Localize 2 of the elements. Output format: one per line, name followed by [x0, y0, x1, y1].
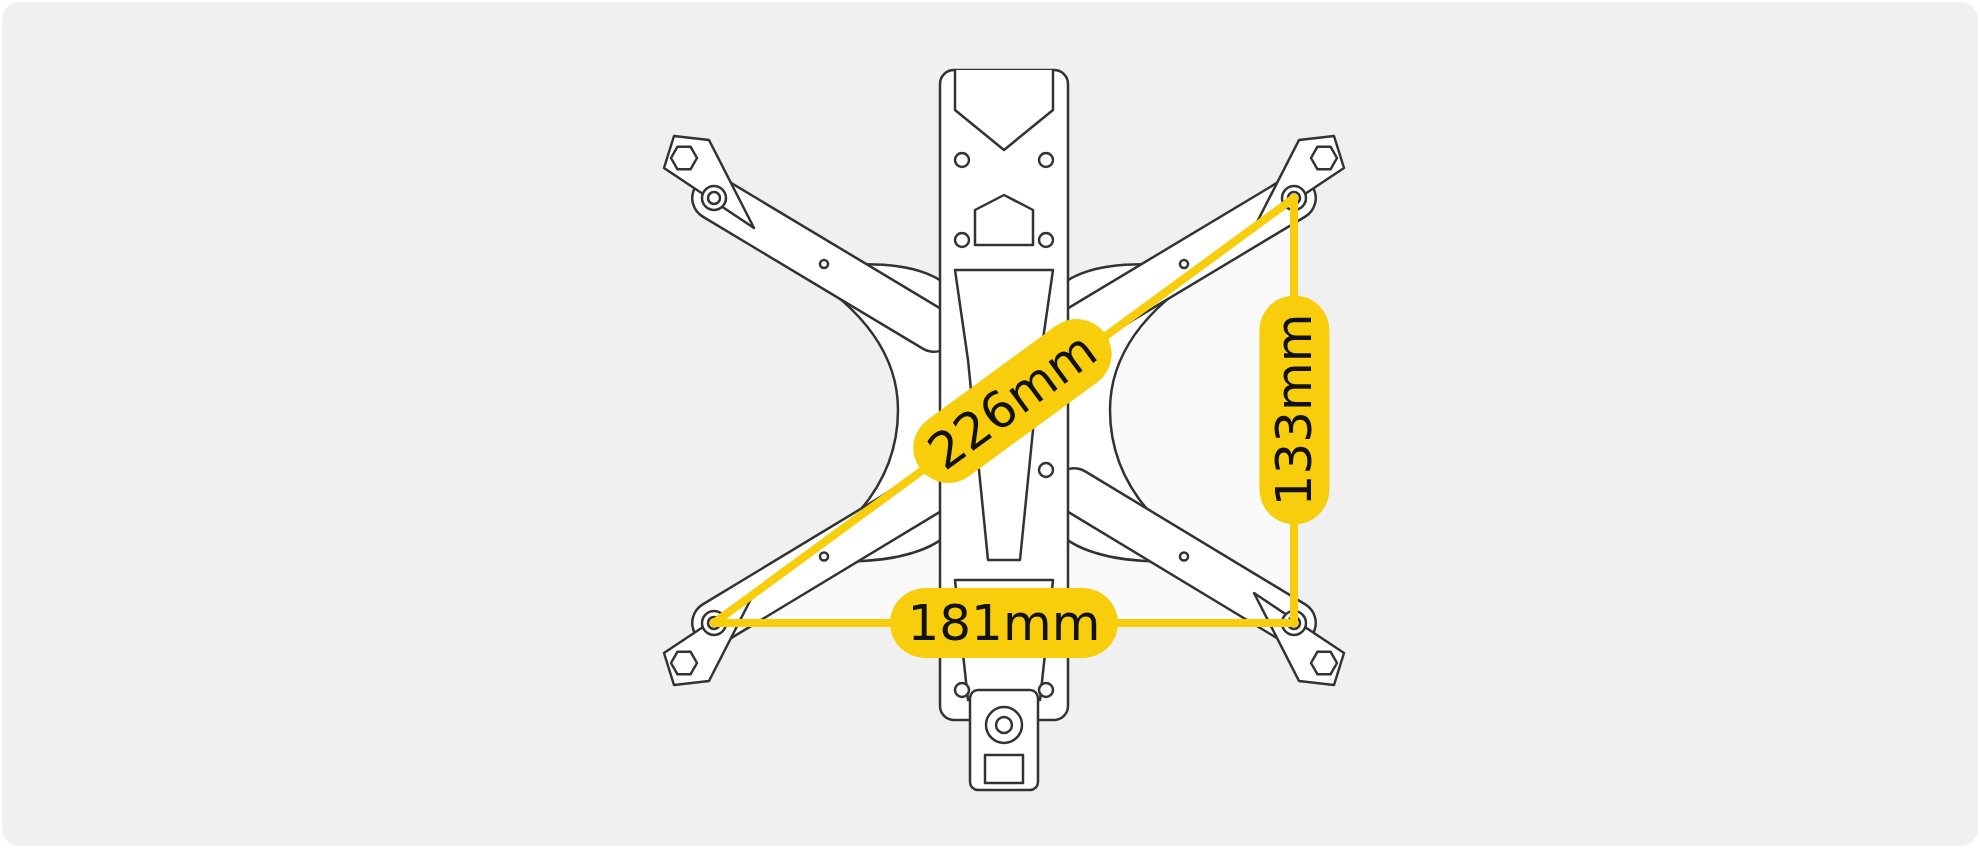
dimension-label: 133mm [1258, 295, 1329, 525]
dimension-label: 181mm [889, 588, 1119, 658]
